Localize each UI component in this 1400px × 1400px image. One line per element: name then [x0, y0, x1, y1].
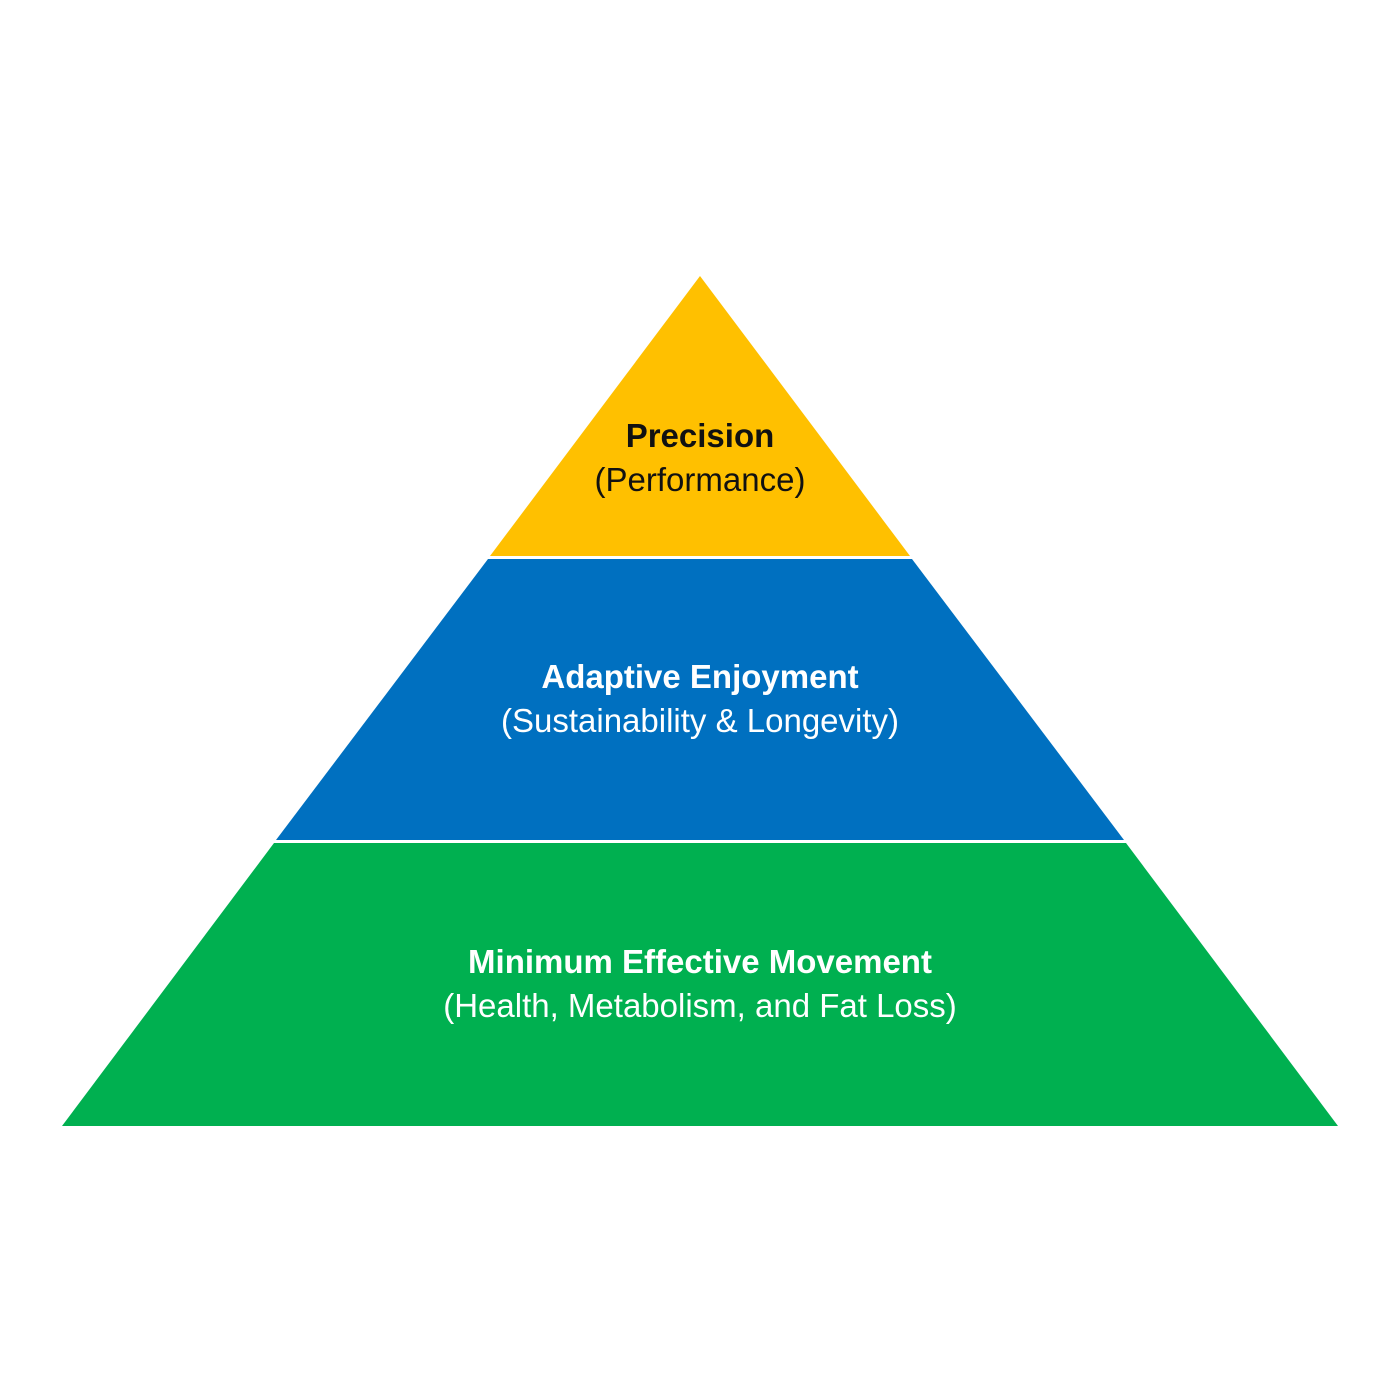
tier-subtitle: (Performance): [594, 461, 806, 498]
tier-subtitle: (Health, Metabolism, and Fat Loss): [443, 987, 957, 1024]
pyramid-tier-middle: [276, 559, 1124, 840]
tier-title: Minimum Effective Movement: [468, 943, 932, 980]
pyramid-tier-top: [490, 276, 910, 556]
tier-subtitle: (Sustainability & Longevity): [500, 702, 900, 739]
tier-title: Adaptive Enjoyment: [541, 658, 859, 695]
tier-middle-label: Adaptive Enjoyment (Sustainability & Lon…: [0, 655, 1400, 743]
pyramid-tier-base: [62, 843, 1338, 1126]
tier-base-label: Minimum Effective Movement (Health, Meta…: [0, 940, 1400, 1028]
tier-top-label: Precision (Performance): [0, 414, 1400, 502]
tier-title: Precision: [625, 417, 775, 454]
